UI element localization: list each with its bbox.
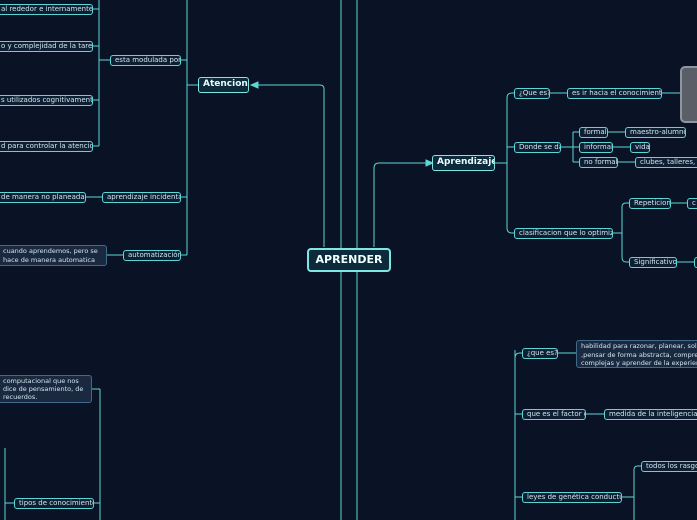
node-intel-que-es[interactable]: ¿que es? xyxy=(522,348,558,359)
node-que-es[interactable]: ¿Que es? xyxy=(514,88,550,99)
node-donde-se-da[interactable]: Donde se da xyxy=(514,142,561,153)
topic-atencion[interactable]: Atencion xyxy=(198,77,249,93)
node-vida[interactable]: vida xyxy=(630,142,650,153)
node-significativo[interactable]: Significativo xyxy=(629,257,677,268)
node-formal[interactable]: formal xyxy=(579,127,608,138)
node-informal[interactable]: informal xyxy=(579,142,613,153)
node-clubes[interactable]: clubes, talleres, e xyxy=(635,157,697,168)
central-topic-aprender[interactable]: APRENDER xyxy=(307,248,391,272)
node-esta-modulada[interactable]: esta modulada por: xyxy=(110,55,181,66)
node-repeticion[interactable]: Repeticion xyxy=(629,198,671,209)
node-factor-g[interactable]: que es el factor g xyxy=(522,409,586,420)
node-modulada-item-3[interactable]: s utilizados cognitivamente xyxy=(0,95,93,106)
node-factor-g-item[interactable]: medida de la inteligencia ge xyxy=(604,409,697,420)
node-no-formal[interactable]: no formal xyxy=(579,157,618,168)
node-leyes-genetica[interactable]: leyes de genética conductual xyxy=(522,492,622,503)
node-incidental-item[interactable]: de manera no planeada xyxy=(0,192,86,203)
topic-aprendizaje[interactable]: Aprendizaje xyxy=(432,155,495,171)
node-tipos-conocimiento[interactable]: tipos de conocimiento xyxy=(14,498,94,509)
node-automatizacion-item[interactable]: cuando aprendemos, pero se hace de maner… xyxy=(0,245,107,266)
node-maestro-alumno[interactable]: maestro-alumno xyxy=(625,127,686,138)
node-modulada-item-4[interactable]: d para controlar la atencion xyxy=(0,141,93,152)
node-todos-rasgos[interactable]: todos los rasgos xyxy=(641,461,697,472)
node-modulada-item-1[interactable]: al rededor e internamente xyxy=(0,4,93,15)
node-aprendizaje-incidental[interactable]: aprendizaje incidental xyxy=(102,192,181,203)
node-modulada-item-2[interactable]: o y complejidad de la tarea xyxy=(0,41,93,52)
node-automatizacion[interactable]: automatización xyxy=(123,250,181,261)
node-que-es-item[interactable]: es ir hacia el conocimiento xyxy=(567,88,662,99)
node-modelo-computacional[interactable]: computacional que nos dice de pensamient… xyxy=(0,375,92,403)
node-repeticion-next[interactable]: c xyxy=(687,198,697,209)
node-clasificacion[interactable]: clasificacion que lo optimiza xyxy=(514,228,613,239)
node-significativo-next[interactable] xyxy=(694,257,697,268)
image-card[interactable] xyxy=(680,66,697,123)
node-intel-definicion[interactable]: habilidad para razonar, planear, solu ,p… xyxy=(576,340,697,368)
